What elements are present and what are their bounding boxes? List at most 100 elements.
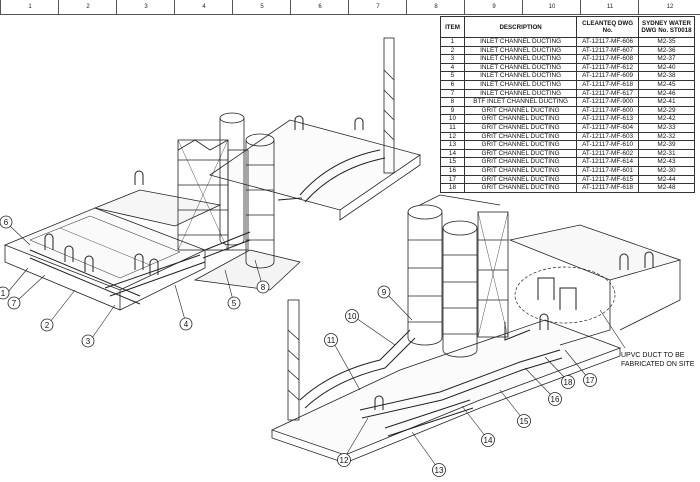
svg-text:13: 13 (435, 466, 444, 475)
bom-cell-description: BTF INLET CHANNEL DUCTING (463, 97, 578, 107)
bom-cell-sydney: M2-46 (637, 88, 696, 99)
bom-cell-cleanteq: AT-12117-MF-618 (576, 183, 639, 193)
bom-cell-cleanteq: AT-12117-MF-615 (576, 174, 639, 185)
bom-cell-item: 5 (440, 71, 465, 81)
bom-cell-sydney: M2-48 (637, 183, 696, 193)
bom-cell-description: GRIT CHANNEL DUCTING (463, 131, 578, 142)
bom-cell-description: GRIT CHANNEL DUCTING (463, 148, 578, 159)
svg-text:12: 12 (340, 456, 349, 465)
bom-cell-item: 1 (440, 37, 465, 47)
bom-cell-cleanteq: AT-12117-MF-602 (576, 148, 639, 159)
bom-cell-description: INLET CHANNEL DUCTING (463, 88, 578, 99)
callout-4: 4 (179, 317, 193, 331)
tower-base (193, 249, 301, 291)
callout-leaders (7, 225, 589, 468)
svg-text:3: 3 (86, 337, 91, 346)
bom-cell-cleanteq: AT-12117-MF-612 (576, 62, 639, 73)
callout-13: 13 (432, 463, 446, 477)
bom-cell-sydney: M2-38 (637, 71, 696, 81)
inlet-ducting-run (29, 115, 386, 305)
zone-2: 2 (58, 0, 117, 14)
zone-12: 12 (638, 0, 700, 14)
bom-cell-sydney: M2-35 (637, 37, 696, 47)
zone-5: 5 (232, 0, 291, 14)
scrubber-tower-left (177, 112, 275, 269)
exhaust-stack-right (287, 299, 300, 421)
bom-cell-cleanteq: AT-12117-MF-610 (576, 140, 639, 150)
bom-table: ITEM DESCRIPTION CLEANTEQ DWG No. SYDNEY… (440, 16, 696, 193)
bom-cell-cleanteq: AT-12117-MF-614 (576, 157, 639, 167)
svg-text:9: 9 (382, 288, 387, 297)
callout-11: 11 (324, 333, 338, 347)
zone-1: 1 (0, 0, 59, 14)
svg-text:17: 17 (586, 376, 595, 385)
zone-6: 6 (290, 0, 349, 14)
bom-cell-cleanteq: AT-12117-MF-608 (576, 54, 639, 64)
bom-cell-item: 8 (440, 97, 465, 107)
bom-cell-item: 16 (440, 165, 465, 176)
bom-cell-item: 4 (440, 62, 465, 73)
callout-9: 9 (377, 285, 391, 299)
bom-cell-item: 3 (440, 54, 465, 64)
bom-cell-description: INLET CHANNEL DUCTING (463, 71, 578, 81)
bom-cell-description: GRIT CHANNEL DUCTING (463, 105, 578, 116)
callout-3: 3 (81, 334, 95, 348)
svg-text:14: 14 (484, 436, 493, 445)
zone-7: 7 (348, 0, 407, 14)
bom-cell-cleanteq: AT-12117-MF-613 (576, 114, 639, 124)
bom-cell-item: 2 (440, 45, 465, 56)
svg-text:5: 5 (232, 299, 237, 308)
bom-header-item: ITEM (440, 16, 465, 38)
svg-text:16: 16 (551, 395, 560, 404)
zone-8: 8 (406, 0, 465, 14)
bom-cell-item: 18 (440, 183, 465, 193)
svg-text:18: 18 (564, 378, 573, 387)
bom-header-row: ITEM DESCRIPTION CLEANTEQ DWG No. SYDNEY… (440, 16, 696, 38)
upvc-leader (599, 309, 626, 349)
zone-11: 11 (580, 0, 639, 14)
bom-cell-cleanteq: AT-12117-MF-604 (576, 122, 639, 133)
bom-cell-cleanteq: AT-12117-MF-609 (576, 71, 639, 81)
svg-text:10: 10 (348, 312, 357, 321)
bom-header-sydney: SYDNEY WATER DWG No. ST0018 (637, 16, 696, 38)
upvc-boundary (514, 266, 616, 324)
bom-cell-cleanteq: AT-12117-MF-606 (576, 37, 639, 47)
bom-cell-description: GRIT CHANNEL DUCTING (463, 165, 578, 176)
bom-cell-sydney: M2-36 (637, 45, 696, 56)
svg-text:4: 4 (184, 320, 189, 329)
svg-text:7: 7 (12, 299, 17, 308)
callout-17: 17 (583, 373, 597, 387)
bom-cell-item: 14 (440, 148, 465, 159)
bom-cell-item: 15 (440, 157, 465, 167)
bom-cell-item: 17 (440, 174, 465, 185)
callout-12: 12 (337, 453, 351, 467)
bom-cell-sydney: M2-41 (637, 97, 696, 107)
callout-6: 6 (0, 215, 13, 229)
svg-text:11: 11 (327, 336, 336, 345)
bom-cell-sydney: M2-32 (637, 131, 696, 142)
upvc-note-line1: UPVC DUCT TO BE (621, 352, 685, 359)
bom-cell-description: GRIT CHANNEL DUCTING (463, 174, 578, 185)
bom-cell-description: GRIT CHANNEL DUCTING (463, 183, 578, 193)
bom-cell-item: 7 (440, 88, 465, 99)
grit-ducting-run (299, 251, 654, 437)
upvc-note-line2: FABRICATED ON SITE (621, 361, 695, 368)
svg-text:2: 2 (45, 321, 50, 330)
bom-cell-description: INLET CHANNEL DUCTING (463, 62, 578, 73)
bom-cell-sydney: M2-44 (637, 174, 696, 185)
